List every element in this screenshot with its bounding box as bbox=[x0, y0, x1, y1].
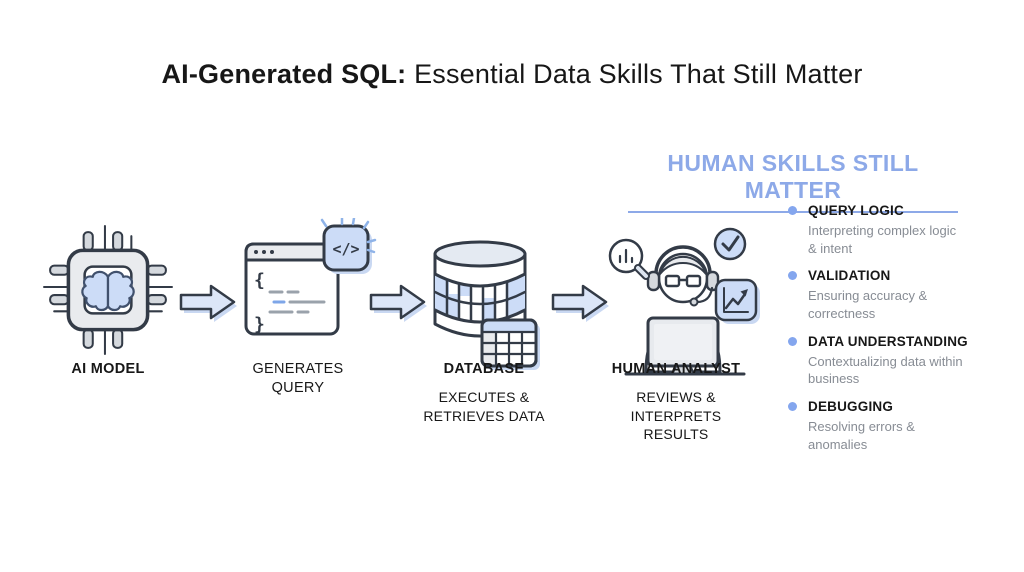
bullet-dot-icon bbox=[788, 206, 797, 215]
open-brace: { bbox=[254, 270, 265, 291]
code-window-icon: { } </> bbox=[244, 218, 377, 336]
skill-title: VALIDATION bbox=[808, 268, 891, 284]
page-title-highlight: AI-Generated SQL: bbox=[161, 59, 407, 89]
step-title: GENERATES QUERY bbox=[252, 361, 344, 397]
magnifier-chart-icon bbox=[608, 238, 650, 280]
flow-step-label-human-analyst: HUMAN ANALYST REVIEWS & INTERPRETS RESUL… bbox=[608, 360, 744, 444]
trend-chart-badge-icon bbox=[714, 278, 760, 324]
skill-item-debugging: DEBUGGING Resolving errors & anomalies bbox=[788, 399, 986, 453]
skill-description: Ensuring accuracy & correctness bbox=[808, 288, 928, 322]
skill-title: DATA UNDERSTANDING bbox=[808, 333, 968, 349]
flow-step-label-database: DATABASE EXECUTES & RETRIEVES DATA bbox=[418, 360, 550, 425]
code-badge-glyph: </> bbox=[332, 240, 359, 258]
ai-chip-brain-icon bbox=[43, 225, 173, 355]
database-icon bbox=[433, 240, 540, 370]
human-analyst-icon bbox=[608, 227, 760, 376]
step-title: AI MODEL bbox=[71, 361, 145, 377]
skill-description: Resolving errors & anomalies bbox=[808, 419, 915, 452]
skill-item-data-understanding: DATA UNDERSTANDING Contextualizing data … bbox=[788, 333, 986, 388]
flow-step-label-ai-model: AI MODEL bbox=[40, 360, 176, 379]
skill-item-validation: VALIDATION Ensuring accuracy & correctne… bbox=[788, 268, 986, 322]
close-brace: } bbox=[254, 314, 265, 335]
step-subtitle: EXECUTES & RETRIEVES DATA bbox=[423, 389, 545, 424]
skill-description: Interpreting complex logic & intent bbox=[808, 223, 957, 256]
bullet-dot-icon bbox=[788, 271, 797, 281]
step-title: HUMAN ANALYST bbox=[611, 361, 741, 377]
skill-title: DEBUGGING bbox=[808, 399, 894, 415]
arrow-right-icon bbox=[179, 284, 237, 322]
monitor-icon bbox=[624, 316, 746, 376]
bullet-dot-icon bbox=[788, 336, 797, 346]
arrow-right-icon bbox=[369, 284, 427, 322]
bullet-dot-icon bbox=[788, 402, 797, 412]
skill-item-query-logic: QUERY LOGIC Interpreting complex logic &… bbox=[788, 203, 986, 257]
sparkle-lines bbox=[320, 218, 377, 254]
skill-description: Contextualizing data within business bbox=[808, 353, 963, 387]
page-title: AI-Generated SQL: Essential Data Skills … bbox=[0, 59, 1024, 90]
step-subtitle: REVIEWS & INTERPRETS RESULTS bbox=[630, 389, 722, 443]
flow-step-label-generates-query: GENERATES QUERY bbox=[240, 360, 356, 398]
skills-list: QUERY LOGIC Interpreting complex logic &… bbox=[788, 203, 986, 464]
skill-title: QUERY LOGIC bbox=[808, 203, 904, 218]
database-cylinder bbox=[433, 240, 527, 338]
arrow-right-icon bbox=[551, 284, 609, 322]
brain-icon bbox=[81, 270, 135, 312]
page-title-rest: Essential Data Skills That Still Matter bbox=[406, 59, 863, 89]
step-title: DATABASE bbox=[443, 361, 525, 377]
check-circle-icon bbox=[713, 227, 747, 261]
table-icon bbox=[480, 318, 540, 370]
code-badge-icon: </> bbox=[320, 218, 377, 274]
